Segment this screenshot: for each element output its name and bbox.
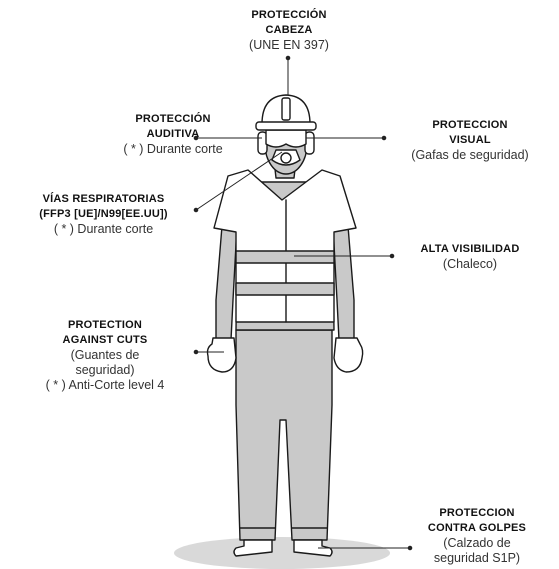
ground-shadow bbox=[174, 537, 390, 569]
label-hearing-protection: PROTECCIÓN AUDITIVA ( * ) Durante corte bbox=[88, 112, 258, 157]
leader-visual-dot bbox=[381, 135, 387, 141]
label-respiratory-sub: ( * ) Durante corte bbox=[53, 222, 154, 236]
leader-hiviz-dot bbox=[389, 253, 395, 259]
leader-respiratory-dot bbox=[193, 207, 199, 213]
reflective-band-upper bbox=[235, 250, 335, 264]
leader-cuts-dot bbox=[193, 349, 199, 355]
glove-right bbox=[333, 337, 364, 373]
label-visual-sub: (Gafas de seguridad) bbox=[411, 148, 529, 162]
boot-left bbox=[233, 539, 273, 557]
label-head-title: PROTECCIÓN CABEZA bbox=[251, 9, 327, 36]
arm-right bbox=[332, 225, 355, 341]
label-hearing-sub: ( * ) Durante corte bbox=[123, 142, 223, 156]
label-hiviz-sub: (Chaleco) bbox=[442, 257, 498, 271]
trousers bbox=[235, 329, 333, 541]
label-high-visibility: ALTA VISIBILIDAD (Chaleco) bbox=[395, 242, 545, 272]
boot-right bbox=[293, 539, 333, 557]
glove-left bbox=[206, 337, 237, 373]
label-respiratory-title: VÍAS RESPIRATORIAS (FFP3 [UE]/N99[EE.UU]… bbox=[39, 193, 168, 220]
label-visual-title: PROTECCION VISUAL bbox=[432, 119, 508, 146]
leader-impact-dot bbox=[407, 545, 413, 551]
hard-hat-ridge bbox=[281, 97, 291, 121]
leader-hearing-dot bbox=[193, 135, 199, 141]
leader-respiratory bbox=[195, 151, 283, 211]
hard-hat-brim bbox=[255, 121, 317, 131]
label-impact-title: PROTECCION CONTRA GOLPES bbox=[427, 507, 527, 534]
label-visual-protection: PROTECCION VISUAL (Gafas de seguridad) bbox=[375, 118, 559, 163]
label-respiratory-protection: VÍAS RESPIRATORIAS (FFP3 [UE]/N99[EE.UU]… bbox=[0, 192, 207, 237]
label-hearing-title: PROTECCIÓN AUDITIVA bbox=[135, 113, 211, 140]
reflective-band-lower bbox=[235, 282, 335, 296]
leader-head-dot bbox=[285, 55, 291, 61]
arm-left bbox=[215, 225, 238, 341]
respirator-filter bbox=[280, 152, 292, 164]
label-cuts-title: PROTECTION AGAINST CUTS bbox=[62, 319, 148, 346]
label-head-protection: PROTECCIÓN CABEZA (UNE EN 397) bbox=[214, 8, 364, 53]
label-hiviz-title: ALTA VISIBILIDAD bbox=[420, 243, 520, 255]
label-impact-protection: PROTECCION CONTRA GOLPES (Calzado de seg… bbox=[407, 506, 547, 566]
label-cuts-sub: (Guantes de seguridad) ( * ) Anti-Corte … bbox=[45, 348, 165, 392]
safety-goggles bbox=[265, 129, 307, 148]
label-cut-protection: PROTECTION AGAINST CUTS (Guantes de segu… bbox=[5, 318, 205, 393]
label-impact-sub: (Calzado de seguridad S1P) bbox=[433, 536, 521, 565]
label-head-sub: (UNE EN 397) bbox=[249, 38, 329, 52]
